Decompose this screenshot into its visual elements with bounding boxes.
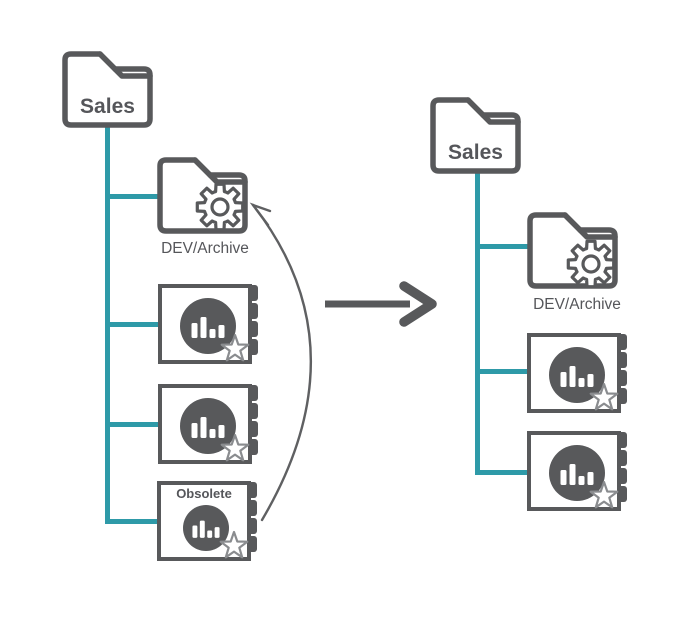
side-tab-icon	[248, 421, 258, 437]
side-tab-icon	[247, 500, 257, 516]
side-tab-icon	[617, 468, 627, 484]
star-icon	[220, 333, 250, 362]
star-icon	[589, 480, 619, 509]
side-tab-icon	[617, 486, 627, 502]
side-tab-icon	[248, 385, 258, 401]
side-tab-icon	[247, 536, 257, 552]
tree-connector-line	[475, 244, 528, 249]
side-tab-icon	[248, 303, 258, 319]
folder-label: Sales	[448, 141, 503, 164]
dev-archive-label: DEV/Archive	[533, 296, 621, 313]
side-tab-icon	[247, 518, 257, 534]
tree-connector-line	[105, 422, 160, 427]
obsolete-label: Obsolete	[176, 486, 232, 501]
star-icon	[220, 433, 250, 462]
star-icon	[219, 530, 249, 559]
side-tab-icon	[248, 321, 258, 337]
gear-icon	[566, 239, 616, 289]
report-tile	[158, 284, 258, 364]
dev-archive-label: DEV/Archive	[161, 240, 249, 257]
sales-folder: Sales	[428, 96, 523, 176]
side-tab-icon	[248, 285, 258, 301]
transform-arrow-icon	[325, 281, 437, 327]
folder-icon	[527, 212, 618, 289]
side-tab-icon	[617, 352, 627, 368]
sales-folder: Sales	[60, 50, 155, 130]
obsolete-report-tile: Obsolete	[157, 481, 257, 561]
side-tab-icon	[247, 482, 257, 498]
folder-icon	[62, 51, 153, 128]
side-tab-icon	[248, 403, 258, 419]
folder-icon	[430, 97, 521, 174]
dev-archive-folder	[525, 211, 620, 291]
tree-connector-line	[475, 470, 528, 475]
gear-icon	[195, 182, 245, 232]
move-to-archive-arrow-icon	[249, 202, 313, 522]
star-icon	[589, 382, 619, 411]
side-tab-icon	[617, 450, 627, 466]
tree-connector-line	[105, 519, 160, 524]
tree-connector-line	[475, 172, 480, 475]
bar-chart-icon	[183, 505, 229, 551]
bar-chart-icon	[549, 347, 605, 403]
folder-icon	[157, 157, 248, 234]
dev-archive-folder	[155, 156, 250, 236]
tree-connector-line	[475, 369, 528, 374]
folder-label: Sales	[80, 95, 135, 118]
bar-chart-icon	[549, 445, 605, 501]
side-tab-icon	[617, 370, 627, 386]
side-tab-icon	[248, 339, 258, 355]
tree-connector-line	[105, 194, 160, 199]
side-tab-icon	[617, 334, 627, 350]
report-tile	[158, 384, 258, 464]
bar-chart-icon	[180, 398, 236, 454]
tree-connector-line	[105, 322, 160, 327]
side-tab-icon	[248, 439, 258, 455]
side-tab-icon	[617, 388, 627, 404]
side-tab-icon	[617, 432, 627, 448]
bar-chart-icon	[180, 298, 236, 354]
report-tile	[527, 333, 627, 413]
report-tile	[527, 431, 627, 511]
